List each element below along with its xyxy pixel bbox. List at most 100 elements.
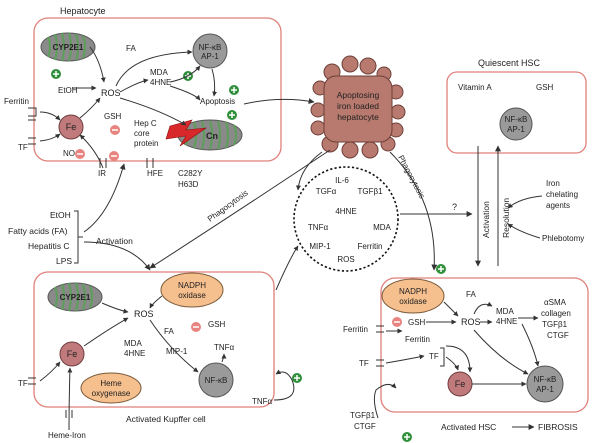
kupffer-fe-circle xyxy=(59,341,85,367)
hep-etoh-label: EtOH xyxy=(58,86,78,95)
cytokine-ferritin: Ferritin xyxy=(358,242,383,251)
hep-cyp2e1-label: CYP2E1 xyxy=(53,43,84,52)
hep-hepc-label-3: protein xyxy=(134,139,158,148)
trigger-to-hepatocyte-arrow xyxy=(83,163,126,233)
quiescent-hsc-title: Quiescent HSC xyxy=(478,58,541,68)
kupffer-fa-label: FA xyxy=(164,327,174,336)
hep-fa-label: FA xyxy=(126,44,136,53)
apoptosing-label-3: hepatocyte xyxy=(337,112,379,122)
plus-circle-icon xyxy=(292,373,302,383)
kupffer-cell xyxy=(33,271,275,408)
trigger-activation-label: Activation xyxy=(96,236,133,246)
resolution-label: Resolution xyxy=(501,198,511,238)
hep-ap1-label: AP-1 xyxy=(201,52,219,61)
hsc-tgfb1-label: TGFβ1 xyxy=(542,320,568,329)
cytokine-4hne: 4HNE xyxy=(335,207,356,216)
hsc-ap1-label: AP-1 xyxy=(536,385,554,394)
hep-apoptosis-label: Apoptosis xyxy=(200,97,235,106)
hep-fe-circle xyxy=(58,114,84,140)
minus-circle-icon xyxy=(75,149,85,159)
kupffer-tf-label: TF xyxy=(18,379,28,388)
hep-hfe-receptor xyxy=(146,158,154,168)
quiescent-nfkb-label: NF-κB xyxy=(505,115,528,124)
kupffer-heme-receptor xyxy=(65,410,73,418)
hsc-nadph-oxidase xyxy=(381,278,445,314)
question-mark: ? xyxy=(452,202,457,212)
hep-ferritin-receptor xyxy=(28,107,37,121)
cytokine-tgfa: TGFα xyxy=(316,187,337,196)
quiescent-vitamin-a: Vitamin A xyxy=(458,83,492,92)
hsc-ctgf-label: CTGF xyxy=(547,331,569,340)
therapy-iron-3: agents xyxy=(546,201,570,210)
hep-tf-receptor xyxy=(28,137,36,145)
hep-ir-label: IR xyxy=(98,169,106,178)
hsc-ferritin-in-label: Ferritin xyxy=(405,335,430,344)
hsc-4hne-label: 4HNE xyxy=(496,317,517,326)
kupffer-fe-label: Fe xyxy=(67,349,78,359)
hep-ros-label: ROS xyxy=(101,88,121,98)
cytokine-ros: ROS xyxy=(337,255,354,264)
plus-circle-icon xyxy=(229,85,239,95)
minus-circle-icon xyxy=(110,125,120,135)
hep-hfe-label: HFE xyxy=(147,169,163,178)
trigger-to-kupffer-arrow xyxy=(83,241,151,271)
apoptosing-hepatocyte-icon xyxy=(310,55,406,159)
hep-c282y-label: C282Y xyxy=(178,169,203,178)
minus-circle-icon xyxy=(191,322,201,332)
cytokine-mip1: MIP-1 xyxy=(309,242,331,251)
trigger-lps: LPS xyxy=(56,256,72,266)
trigger-bracket xyxy=(74,210,83,264)
hep-gsh-label: GSH xyxy=(104,112,122,121)
lightning-bolt-icon xyxy=(165,119,208,147)
kupffer-heme-label-1: Heme xyxy=(100,379,122,388)
kupffer-to-cytokine-arrow xyxy=(275,245,299,291)
therapy-iron-1: Iron xyxy=(546,179,560,188)
kupffer-4hne-label: 4HNE xyxy=(124,349,145,358)
kupffer-mip1-label: MIP-1 xyxy=(166,347,188,356)
trigger-hepatitis-c: Hepatitis C xyxy=(28,241,70,251)
hsc-nfkb-nucleus xyxy=(526,365,564,403)
hep-tf-label: TF xyxy=(18,143,28,152)
hep-nfkb-label: NF-κB xyxy=(199,43,222,52)
hsc-tf-bracket xyxy=(440,347,445,367)
hsc-ferritin-out-label: Ferritin xyxy=(343,325,368,334)
kupffer-tnfa-label: TNFα xyxy=(214,343,235,352)
hsc-autocrine-arrow xyxy=(373,383,397,419)
hsc-asma-label: αSMA xyxy=(544,298,567,307)
hsc-collagen-label: collagen xyxy=(541,309,571,318)
hep-cn-label: Cn xyxy=(206,131,218,141)
apoptosis-to-apoptosing-arrow xyxy=(243,98,315,105)
hsc-ferritin-receptor xyxy=(376,325,384,333)
hep-no-label: NO xyxy=(63,149,75,158)
hep-h63d-label: H63D xyxy=(178,180,199,189)
kupffer-gsh-label: GSH xyxy=(208,320,226,329)
minus-circle-icon xyxy=(392,317,402,327)
kupffer-heme-label-2: oxygenase xyxy=(92,389,131,398)
phagocytosis-label-2: Phagocytosis xyxy=(396,154,426,200)
hep-hepc-label-2: core xyxy=(134,129,150,138)
phlebotomy-arrow xyxy=(507,223,541,239)
hep-ir-receptor xyxy=(99,158,107,168)
kupffer-nfkb-nucleus xyxy=(198,362,234,398)
hsc-nadph-label-1: NADPH xyxy=(399,287,427,296)
phagocytosis-label-1: Phagocytosis xyxy=(206,188,250,223)
apoptosing-label-2: iron loaded xyxy=(337,101,379,111)
activation-label: Activation xyxy=(481,201,491,238)
plus-circle-icon xyxy=(402,432,412,442)
kupffer-nadph-label-1: NADPH xyxy=(178,281,206,290)
cytokine-pool-circle xyxy=(293,166,399,272)
hepatocyte-cell xyxy=(33,17,282,162)
hsc-ros-label: ROS xyxy=(461,317,481,327)
therapy-iron-2: chelating xyxy=(546,190,578,199)
hep-4hne-label: 4HNE xyxy=(150,78,171,87)
cytokine-mda: MDA xyxy=(373,223,391,232)
hsc-tf-receptor xyxy=(376,359,384,367)
hsc-tf-out-label: TF xyxy=(359,359,369,368)
cytokine-il6: IL-6 xyxy=(335,176,349,185)
kupffer-tnfa-out-label: TNFα xyxy=(252,397,273,406)
kupffer-title: Activated Kupffer cell xyxy=(126,414,206,424)
kupffer-nfkb-label: NF-κB xyxy=(205,376,228,385)
cytokine-tnfa: TNFα xyxy=(308,223,329,232)
kupffer-cyp2e1-label: CYP2E1 xyxy=(60,293,91,302)
hsc-nadph-label-2: oxidase xyxy=(399,297,427,306)
